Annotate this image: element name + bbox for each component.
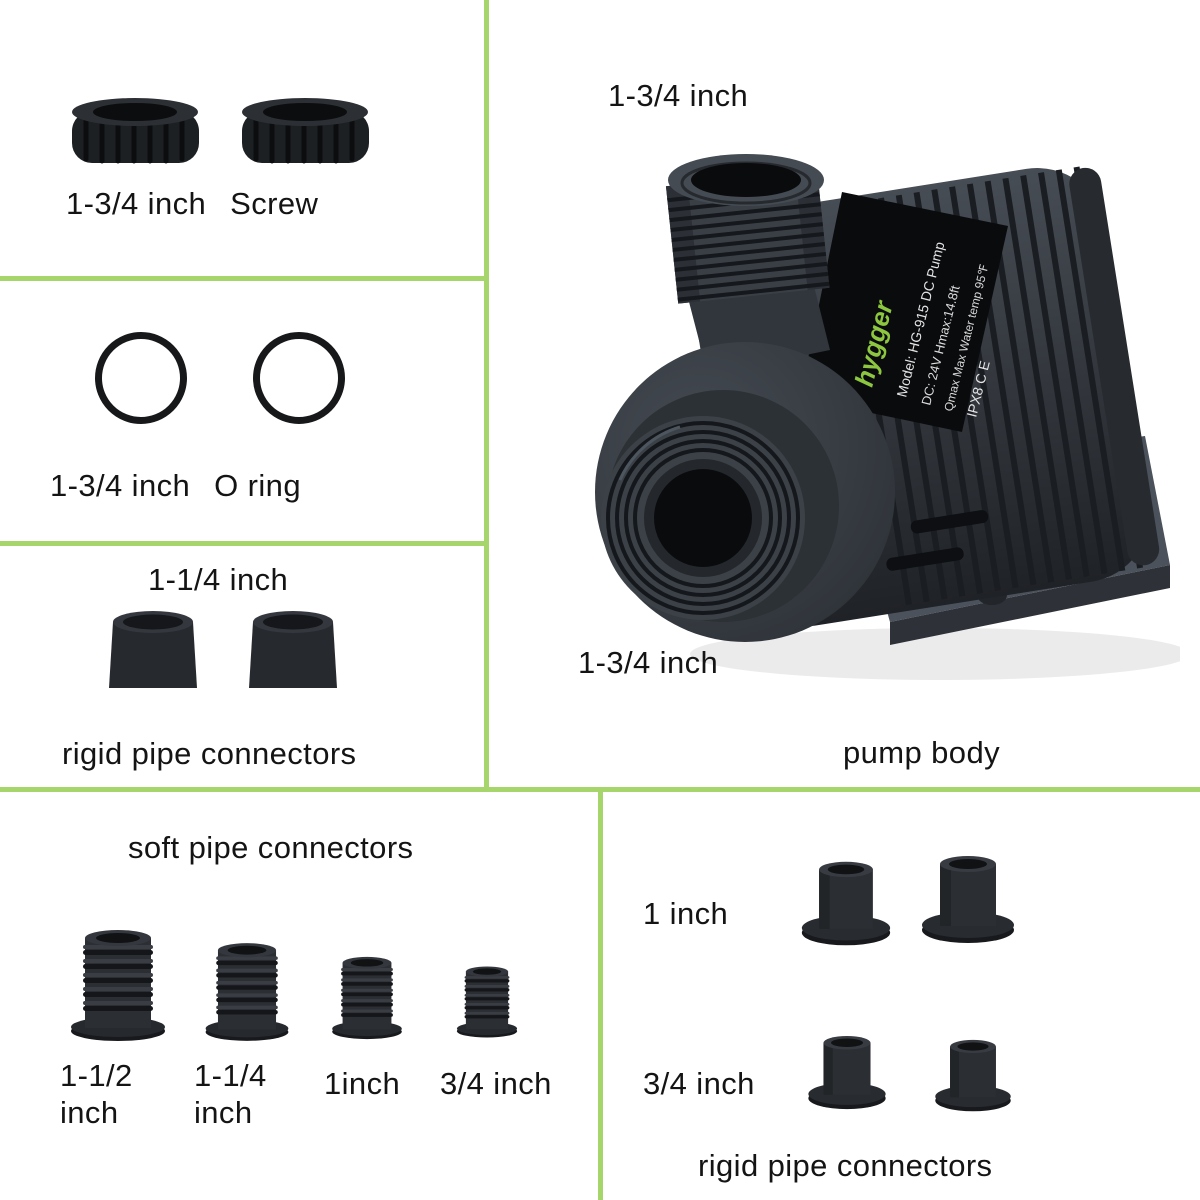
soft-connector (456, 966, 518, 1038)
rigid-connector (249, 611, 337, 688)
soft-size-label-1: 1-1/2 inch (60, 1058, 133, 1130)
rigid-section-label: rigid pipe connectors (62, 736, 357, 771)
pump-illustration: hygger Model: HG-915 DC Pump DC: 24V Hma… (595, 154, 1180, 680)
pump-front-port-label: 1-3/4 inch (578, 645, 719, 680)
rigid-size-text: 1-1/4 inch (148, 562, 289, 597)
rigid-connector-1inch (922, 856, 1014, 943)
rigid-bottom-size2-label: 3/4 inch (643, 1066, 755, 1101)
oring-size-text: 1-3/4 inch (50, 468, 191, 503)
soft-connector (332, 956, 402, 1040)
rigid-bottom-size1-label: 1 inch (643, 896, 729, 931)
pump-front-intake (595, 342, 895, 642)
screw-nut (242, 98, 369, 164)
divider-horizontal-1 (0, 276, 487, 281)
rigid-connector-1inch (801, 861, 891, 946)
pump-body-caption: pump body (843, 735, 1000, 770)
soft-size-label-2: 1-1/4 inch (194, 1058, 267, 1130)
divider-vertical-bottom (598, 792, 603, 1200)
pump-top-port-label: 1-3/4 inch (608, 78, 749, 113)
screw-nut (72, 98, 199, 164)
soft-section-title: soft pipe connectors (128, 830, 414, 865)
screw-size-text: 1-3/4 inch (66, 186, 207, 221)
divider-vertical-left (484, 0, 489, 790)
divider-horizontal-2 (0, 541, 487, 546)
rigid-connector (109, 611, 197, 688)
screw-section-label: 1-3/4 inch Screw (66, 186, 318, 222)
o-ring (95, 332, 187, 424)
pump-spec-sticker: hygger Model: HG-915 DC Pump DC: 24V Hma… (800, 192, 1008, 432)
soft-size-label-3: 1inch (324, 1066, 401, 1101)
divider-horizontal-3 (0, 787, 1200, 792)
pump-top-port (665, 154, 830, 375)
screw-name-text: Screw (230, 186, 319, 221)
soft-connector (71, 930, 165, 1041)
oring-section-label: 1-3/4 inch O ring (50, 468, 301, 504)
rigid-connector-34inch (935, 1039, 1011, 1112)
soft-size-label-4: 3/4 inch (440, 1066, 552, 1101)
o-ring (253, 332, 345, 424)
rigid-connector-34inch (808, 1036, 886, 1110)
oring-name-text: O ring (214, 468, 301, 503)
rigid-bottom-caption: rigid pipe connectors (698, 1148, 993, 1183)
soft-connector (205, 943, 289, 1041)
